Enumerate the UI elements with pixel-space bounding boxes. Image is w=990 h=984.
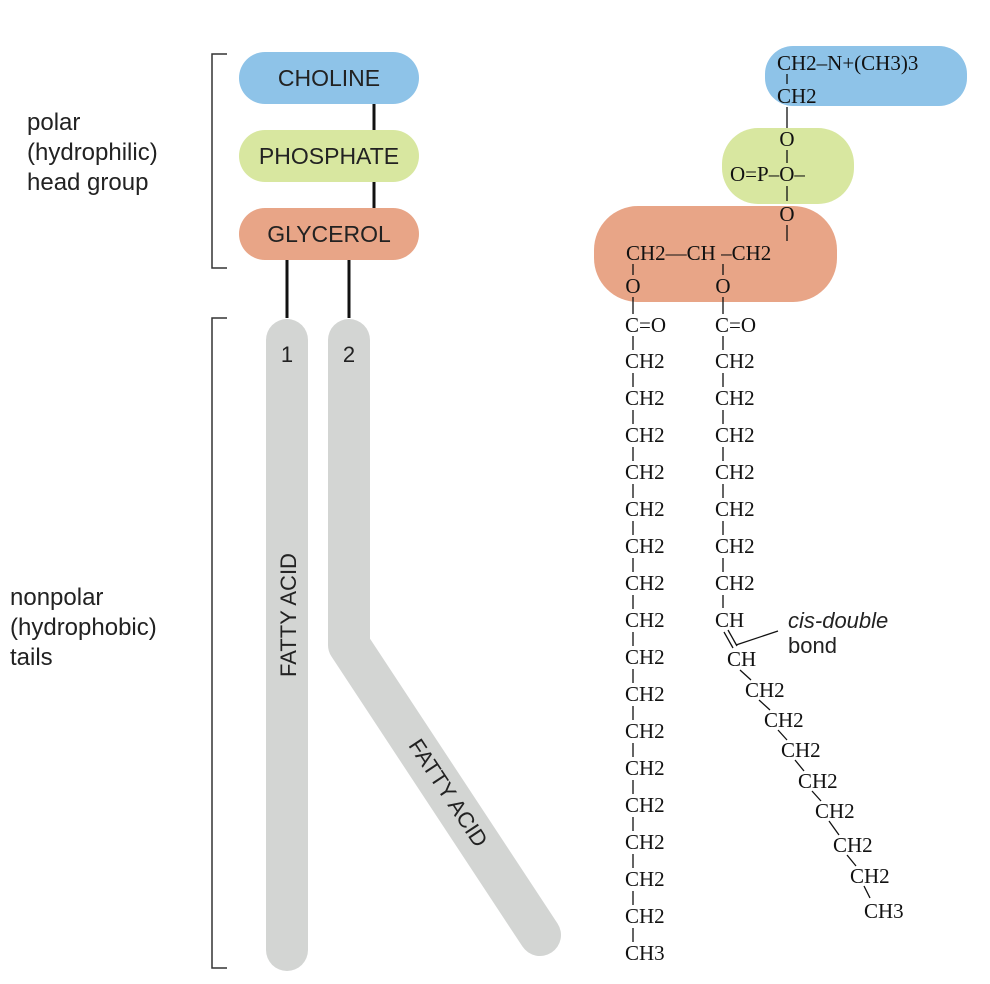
chain2-ch2: CH2 (715, 386, 755, 410)
nonpolar-label: nonpolar (hydrophobic) tails (10, 583, 157, 673)
chain2-bond (811, 790, 822, 802)
choline-ch2: CH2 (777, 84, 817, 108)
phosphate-o-bottom: O (779, 202, 794, 226)
chain2-ch3: CH3 (864, 899, 904, 923)
chain2-ch2: CH2 (833, 833, 873, 857)
chain2-ch2: CH2 (715, 423, 755, 447)
glycerol-backbone: CH2—CH –CH2 (626, 241, 771, 265)
nonpolar-bracket (211, 317, 227, 969)
chain2-ch2: CH2 (715, 571, 755, 595)
carbonyl-1: C=O (625, 313, 666, 337)
chain1-ch2: CH2 (625, 349, 665, 373)
glycerol-highlight (594, 206, 837, 302)
ester-oxygen-1: O (625, 274, 640, 298)
cis-double-bond-label: cis-double bond (788, 608, 888, 658)
chain1-ch2: CH2 (625, 497, 665, 521)
cis-label-line1: cis-double (788, 608, 889, 633)
chain1-ch2: CH2 (625, 386, 665, 410)
ester-oxygen-2: O (715, 274, 730, 298)
chain1-ch2: CH2 (625, 904, 665, 928)
fatty-acid-tail-2 (328, 319, 561, 956)
chain2-bond (777, 729, 788, 741)
chain2-double-bond-a (723, 631, 734, 649)
choline-highlight (765, 46, 967, 106)
chain1-ch2: CH2 (625, 571, 665, 595)
chain1-ch2: CH2 (625, 719, 665, 743)
chain1-ch2: CH2 (625, 756, 665, 780)
chain2-ch2: CH2 (850, 864, 890, 888)
chain2-ch2: CH2 (764, 708, 804, 732)
chain2-bond (846, 854, 857, 867)
chain1-ch2: CH2 (625, 645, 665, 669)
chain1-ch2: CH2 (625, 534, 665, 558)
chain1-ch2: CH2 (625, 460, 665, 484)
fatty-acid-chain-2: CH2CH2CH2CH2CH2CH2CH2CHCHCH2CH2CH2CH2CH2… (715, 336, 904, 923)
nonpolar-label-line1: nonpolar (10, 584, 104, 611)
chain2-bond (794, 759, 805, 772)
chain1-ch3: CH3 (625, 941, 665, 965)
chain2-ch2: CH2 (715, 497, 755, 521)
chain2-ch2: CH2 (798, 769, 838, 793)
nonpolar-label-line3: tails (10, 644, 53, 671)
chain2-bond (863, 885, 871, 899)
tail-1-label: FATTY ACID (276, 553, 301, 677)
chain2-bond (739, 669, 752, 681)
carbonyl-2: C=O (715, 313, 756, 337)
chain1-ch2: CH2 (625, 830, 665, 854)
polar-label: polar (hydrophilic) head group (27, 108, 158, 198)
cis-label-line2: bond (788, 633, 837, 658)
chain2-ch2: CH2 (715, 534, 755, 558)
choline-formula: CH2–N+(CH3)3 (777, 51, 918, 75)
polar-label-line2: (hydrophilic) (27, 139, 158, 166)
chain2-ch2: CH2 (781, 738, 821, 762)
chain2-ch2: CH2 (715, 460, 755, 484)
phosphate-highlight (722, 128, 854, 204)
fatty-acid-chain-1: CH2CH2CH2CH2CH2CH2CH2CH2CH2CH2CH2CH2CH2C… (625, 336, 665, 965)
glycerol-head-group: GLYCEROL (239, 208, 419, 260)
chain1-ch2: CH2 (625, 793, 665, 817)
cis-pointer-line (735, 630, 779, 646)
chain2-ch2: CH2 (815, 799, 855, 823)
chain2-ch: CH (727, 647, 756, 671)
tail-1-number: 1 (281, 342, 293, 367)
nonpolar-label-line2: (hydrophobic) (10, 614, 157, 641)
chain1-ch2: CH2 (625, 682, 665, 706)
chain2-bond (758, 699, 771, 711)
phosphate-center: O=P–O– (730, 162, 805, 186)
phosphate-o-top: O (779, 127, 794, 151)
chain2-double-bond-b (727, 629, 738, 647)
polar-label-line1: polar (27, 109, 81, 136)
tail-2-number: 2 (343, 342, 355, 367)
choline-head-group: CHOLINE (239, 52, 419, 104)
chain1-ch2: CH2 (625, 423, 665, 447)
chain2-ch2: CH2 (715, 349, 755, 373)
chain2-ch: CH (715, 608, 744, 632)
chain2-ch2: CH2 (745, 678, 785, 702)
chain2-bond (828, 820, 840, 836)
chain1-ch2: CH2 (625, 867, 665, 891)
polar-bracket (211, 53, 227, 269)
phosphate-head-group: PHOSPHATE (239, 130, 419, 182)
polar-label-line3: head group (27, 169, 149, 196)
chain1-ch2: CH2 (625, 608, 665, 632)
